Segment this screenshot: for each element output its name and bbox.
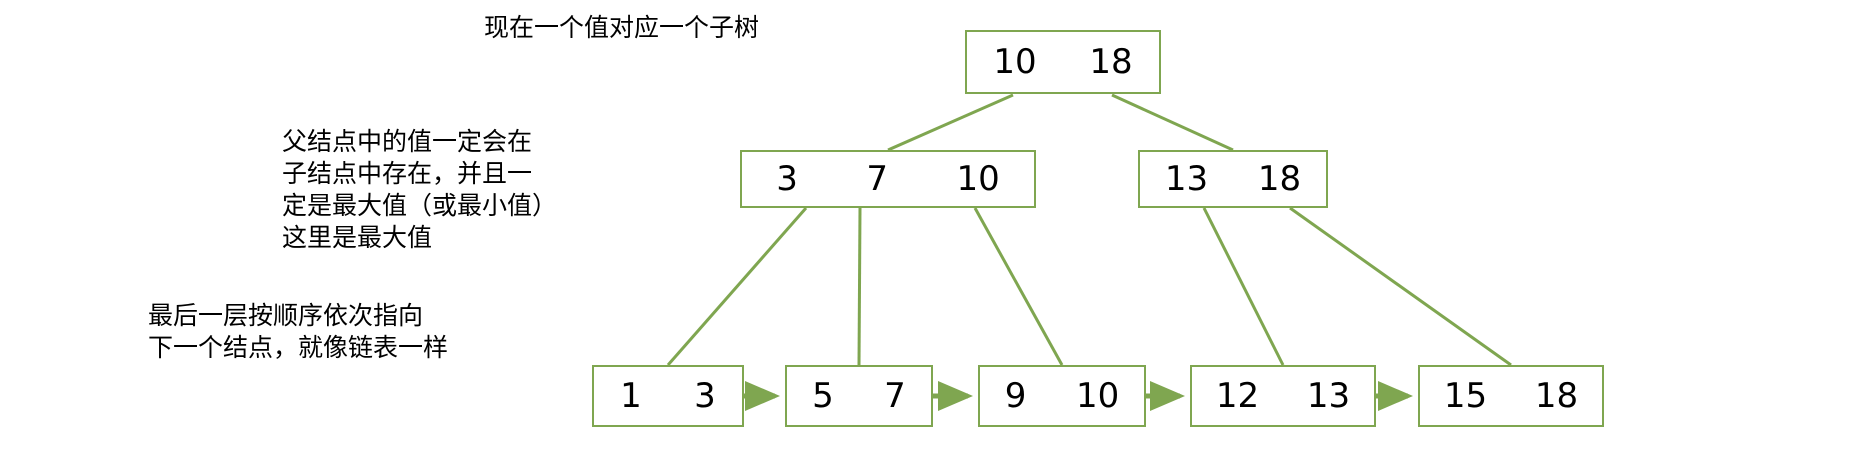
node-key: 13 (1306, 376, 1351, 416)
node-key: 12 (1215, 376, 1260, 416)
tree-edge (1289, 206, 1512, 367)
tree-edge (1202, 207, 1285, 366)
node-key: 3 (776, 159, 798, 199)
tree-edge (857, 207, 862, 366)
annotation-bottom: 最后一层按顺序依次指向 下一个结点，就像链表一样 (148, 301, 449, 362)
tree-node-leaf-3: 9 10 (978, 365, 1146, 427)
node-key: 15 (1443, 376, 1488, 416)
tree-node-leaf-4: 12 13 (1190, 365, 1376, 427)
tree-node-internal-right: 13 18 (1138, 150, 1328, 208)
node-key: 1 (620, 376, 642, 416)
node-key: 10 (1075, 376, 1120, 416)
tree-edges (666, 93, 1512, 367)
annotation-left: 父结点中的值一定会在 子结点中存在，并且一 定是最大值（或最小值） 这里是最大值 (282, 127, 558, 252)
tree-edge (666, 207, 808, 366)
node-key: 9 (1004, 376, 1027, 416)
tree-node-internal-left: 3 7 10 (740, 150, 1036, 208)
node-key: 10 (956, 159, 1000, 199)
annotation-top: 现在一个值对应一个子树 (484, 13, 760, 42)
node-key: 7 (884, 376, 906, 416)
node-key: 3 (694, 376, 716, 416)
node-key: 7 (866, 159, 888, 199)
node-key: 18 (1257, 159, 1302, 199)
node-key: 10 (993, 42, 1037, 82)
node-key: 18 (1089, 42, 1133, 82)
tree-edge (887, 93, 1014, 152)
node-key: 18 (1534, 376, 1579, 416)
node-key: 13 (1164, 159, 1209, 199)
node-key: 5 (812, 376, 834, 416)
tree-edge (1111, 93, 1234, 152)
tree-node-root: 10 18 (965, 30, 1161, 94)
tree-edge (973, 207, 1064, 366)
